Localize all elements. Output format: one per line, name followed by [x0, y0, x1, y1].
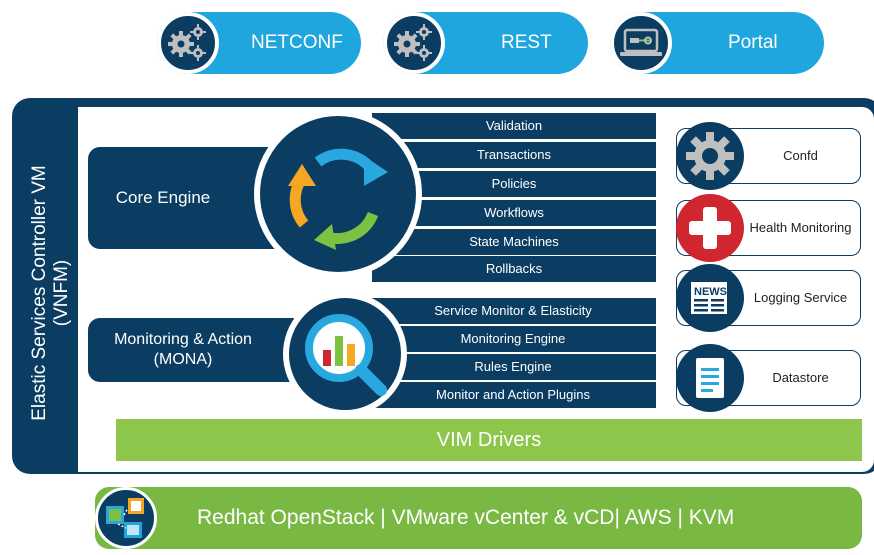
service-label: Confd	[783, 148, 818, 163]
vm-title-line1: Elastic Services Controller VM	[29, 165, 50, 421]
core-item: State Machines	[372, 229, 656, 255]
mona-label: Monitoring & Action	[114, 331, 252, 348]
virtual-machines-icon	[95, 487, 157, 549]
gears-icon	[383, 12, 445, 74]
service-label: Health Monitoring	[749, 220, 852, 235]
api-rest: REST	[383, 12, 588, 74]
gear-icon	[676, 122, 744, 190]
mona-item: Monitoring Engine	[370, 326, 656, 352]
core-item: Validation	[372, 113, 656, 139]
laptop-tool-icon	[610, 12, 672, 74]
api-label: REST	[501, 32, 552, 53]
mona-sublabel: (MONA)	[153, 351, 213, 368]
infrastructure-label: Redhat OpenStack | VMware vCenter & vCD|…	[197, 506, 735, 529]
svg-text:NEWS: NEWS	[694, 286, 727, 298]
mona-item: Monitor and Action Plugins	[370, 382, 656, 408]
core-engine-label: Core Engine	[115, 188, 211, 207]
health-cross-icon	[676, 194, 744, 262]
mona-item: Rules Engine	[370, 354, 656, 380]
api-netconf: NETCONF	[157, 12, 361, 74]
magnifier-chart-icon	[283, 292, 407, 416]
infrastructure-bar: Redhat OpenStack | VMware vCenter & vCD|…	[95, 487, 862, 549]
vim-drivers-bar: VIM Drivers	[116, 419, 862, 461]
mona-item: Service Monitor & Elasticity	[370, 298, 656, 324]
gears-icon	[157, 12, 219, 74]
core-item: Transactions	[372, 142, 656, 168]
core-item: Rollbacks	[372, 256, 656, 282]
cycle-arrows-icon	[254, 110, 422, 278]
service-label: Logging Service	[753, 290, 848, 305]
mona-box: Monitoring & Action (MONA)	[88, 318, 294, 382]
news-icon: NEWS	[676, 264, 744, 332]
vm-title-line2: (VNFM)	[51, 259, 72, 327]
api-portal: Portal	[610, 12, 824, 74]
vm-title: Elastic Services Controller VM (VNFM)	[29, 104, 73, 482]
api-label: NETCONF	[251, 32, 343, 53]
api-label: Portal	[728, 32, 778, 53]
service-label: Datastore	[772, 370, 829, 385]
document-icon	[676, 344, 744, 412]
